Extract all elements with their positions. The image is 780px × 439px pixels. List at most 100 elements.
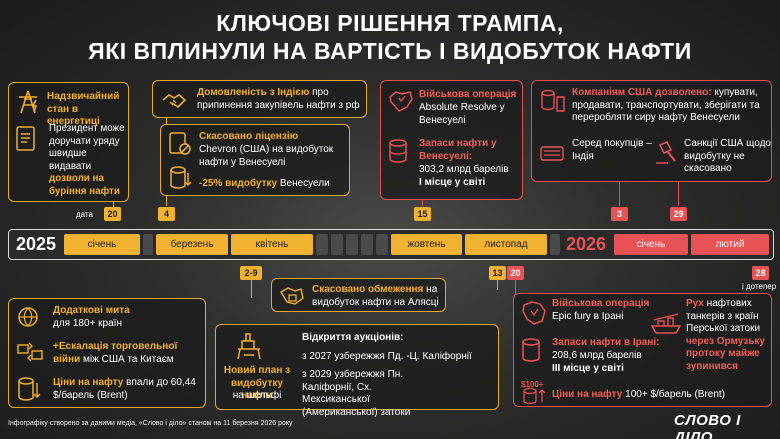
price-up-icon: $100+ [521,380,546,404]
auction-title: Відкриття аукціонів: [302,332,404,343]
tanker-text: нафтових танкерів з країн Перської заток… [686,298,761,334]
venezuela-text: Absolute Resolve у Венесуелі [419,102,505,126]
plan-title: Новий план з видобутку нафти [223,365,291,401]
month-may [316,234,328,255]
badge-20: 20 [104,207,121,221]
connector-13 [497,280,498,290]
month-feb-2025 [143,234,153,255]
india-title: Домовленість з Індією [197,87,310,98]
venezuela-reserves-title: Запаси нафти у Венесуелі: [419,138,497,162]
chevron-pct-rest: Венесуели [277,178,330,189]
date-label: дата [76,210,93,219]
connector-2-9 [251,280,252,298]
tanker-title: Рух [686,298,704,309]
auction-2029: з 2029 узбережжя Пн. Каліфорнії, Сх. Мек… [302,369,411,418]
chevron-text: Chevron (США) на видобуток нафти у Венес… [199,144,334,168]
card-chevron: Скасовано ліцензію Chevron (США) на видо… [160,124,350,196]
chevron-pct: -25% видобутку [199,178,278,189]
alaska-title: Скасовано обмеження [312,284,424,295]
us-companies-text: купувати, продавати, транспортувати, збе… [572,87,760,123]
month-jul [346,234,358,255]
iran-reserves: 208,6 млрд барелів [552,350,642,361]
globe-tariff-icon [18,307,38,327]
barrel-price-icon [18,377,41,401]
footer-note: Інфографіку створено за даними медіа, «С… [8,420,293,427]
oil-platform-icon [237,333,261,360]
iran-price-title: Ціни на нафту [552,389,623,400]
badge-15: 15 [414,207,431,221]
card-alaska: Скасовано обмеження на видобуток нафти н… [271,278,446,312]
barrel-down-icon [170,166,192,189]
iran-reserves-title: Запаси нафти в Ірані: [552,337,660,348]
tariffs-title: Додаткові мита [53,305,130,316]
card-tariffs: Додаткові мита для 180+ країн +Ескалація… [8,298,206,408]
year-2025: 2025 [16,234,57,254]
iran-map-icon [522,301,546,325]
card-offshore-plan: Новий план з видобутку нафти на шельфі В… [215,324,499,418]
gavel-icon [656,141,676,164]
emergency-title: Надзвичайний стан в енергетиці [47,91,120,127]
month-jan-2026: січень [614,234,688,255]
connector-4-mar [166,118,167,124]
iran-title: Військова операція [552,298,650,309]
brand-logo: СЛОВО І ДІЛО [674,412,741,439]
venezuela-rank: І місце у світі [419,177,486,188]
escalation-title: +Ескалація торговельної війни [53,341,178,365]
us-companies-title: Компаніям США дозволено: [572,87,712,98]
title-line-2: ЯКІ ВПЛИНУЛИ НА ВАРТІСТЬ І ВИДОБУТОК НАФ… [88,38,692,64]
handshake-icon [162,94,187,109]
year-2026: 2026 [566,234,607,254]
month-sep [376,234,388,255]
oil-barrel-icon [389,139,407,163]
escalation-text: між США та Китаєм [80,353,174,365]
tariffs-price-text: впали до 60,44 $/барель (Brent) [53,377,196,401]
card-emergency: Надзвичайний стан в енергетиці Президент… [8,82,129,202]
venezuela-reserves: 303,2 млрд барелів [419,164,509,175]
month-aug [361,234,373,255]
badge-28: 28 [752,266,769,280]
card-venezuela: Військова операція Absolute Resolve у Ве… [380,80,523,200]
emergency-permits: дозволи на буріння нафти [49,173,120,197]
tanker-icon [650,313,682,334]
badge-4: 4 [158,207,175,221]
month-jan-2025: січень [64,234,140,255]
us-sanctions: Санкції США щодо видобутку не скасовано [684,138,771,174]
iran-price-text: 100+ $/барель (Brent) [622,389,726,400]
month-apr-2025: квітень [231,234,313,255]
india-text: про припинення закупівель нафти з рф [197,87,360,111]
month-feb-2026: лютий [691,234,769,255]
tanker-stopped: через Ормузьку протоку майже зупинився [686,335,765,372]
card-india: Домовленість з Індією про припинення зак… [152,80,367,118]
month-dec [550,234,560,255]
until-label: і дотепер [742,282,777,291]
month-mar-2025: березень [156,234,228,255]
barrels-icon [541,89,565,112]
connector-29-jan [678,182,679,206]
us-buyers: Серед покупців – Індія [572,138,652,162]
connector-20-nov [515,280,516,298]
iran-barrel-icon [522,338,540,362]
badge-3: 3 [611,207,628,221]
cancelled-document-icon [169,132,191,155]
badge-13: 13 [489,266,506,280]
auction-2027: з 2027 узбережжя Пд. -Ц. Каліфорнії [302,351,472,362]
card-us-companies: Компаніям США дозволено: купувати, прода… [531,80,772,182]
alaska-text: на видобуток нафти на Алясці [312,284,439,308]
svg-text:$100+: $100+ [521,380,544,389]
tariffs-price-title: Ціни на нафту [53,377,124,388]
document-icon [16,126,35,151]
badge-20-nov: 20 [507,266,524,280]
venezuela-title: Військова операція [419,89,517,100]
connector-15-oct [422,200,423,206]
trade-war-icon [17,342,43,362]
month-nov-2025: листопад [465,234,547,255]
badge-29: 29 [670,207,687,221]
emergency-text: Президент може доручати уряду швидше вид… [49,123,125,172]
venezuela-map-icon [389,91,413,112]
iran-text: Epic fury в Ірані [552,311,624,322]
month-oct-2025: жовтень [391,234,462,255]
title-line-1: КЛЮЧОВІ РІШЕННЯ ТРАМПА, [216,10,564,36]
iran-rank: ІІІ місце у світі [552,363,624,374]
power-tower-icon [19,90,38,114]
connector-4-mar-2 [166,196,167,206]
